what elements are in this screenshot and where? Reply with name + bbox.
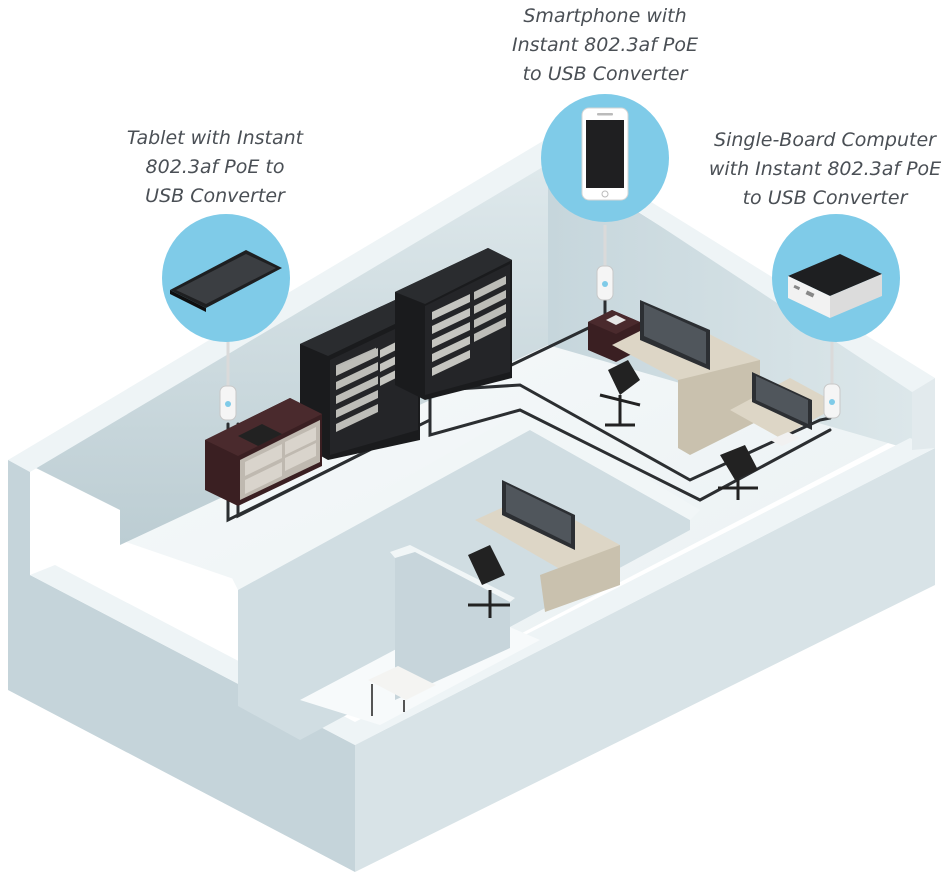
poe-converter-sbc [823,340,841,419]
right-wall-end [912,378,935,450]
tablet-cabinet [205,398,322,506]
sbc-label-line-3: to USB Converter [742,187,908,209]
poe-converter-smartphone [596,225,614,301]
tablet-label-line-2: 802.3af PoE to [145,156,285,178]
inner-partition-top [390,545,515,602]
desk-2 [718,372,840,500]
back-wall-left [30,155,548,545]
front-wall-right [355,448,935,872]
tablet-label-line-1: Tablet with Instant [126,127,304,149]
poe-converter-tablet [219,340,237,421]
small-table [368,666,436,716]
smartphone-label-line-2: Instant 802.3af PoE [511,34,699,56]
sbc-label-line-2: with Instant 802.3af PoE [708,158,942,180]
sbc-label-line-1: Single-Board Computer [714,129,936,151]
smartphone-label-line-3: to USB Converter [522,63,688,85]
smartphone-label: Smartphone with Instant 802.3af PoE to U… [470,2,740,89]
single-board-computer-label: Single-Board Computer with Instant 802.3… [690,126,951,213]
desk-1 [599,300,760,455]
smartphone-callout [541,94,669,222]
server-rack-2 [395,248,512,400]
tablet-label: Tablet with Instant 802.3af PoE to USB C… [90,124,340,211]
smartphone-icon [581,107,629,201]
desk-3 [468,480,620,618]
sbc-callout [772,214,900,342]
single-board-computer-icon [788,254,882,318]
back-wall-left-top [8,138,568,472]
smartphone-label-line-1: Smartphone with [523,5,687,27]
tablet-callout [162,214,290,342]
front-wall-left [8,460,355,872]
tablet-label-line-3: USB Converter [145,185,285,207]
tablet-icon [170,250,282,312]
back-wall-right [548,155,912,450]
partition-wall-top [232,412,700,590]
